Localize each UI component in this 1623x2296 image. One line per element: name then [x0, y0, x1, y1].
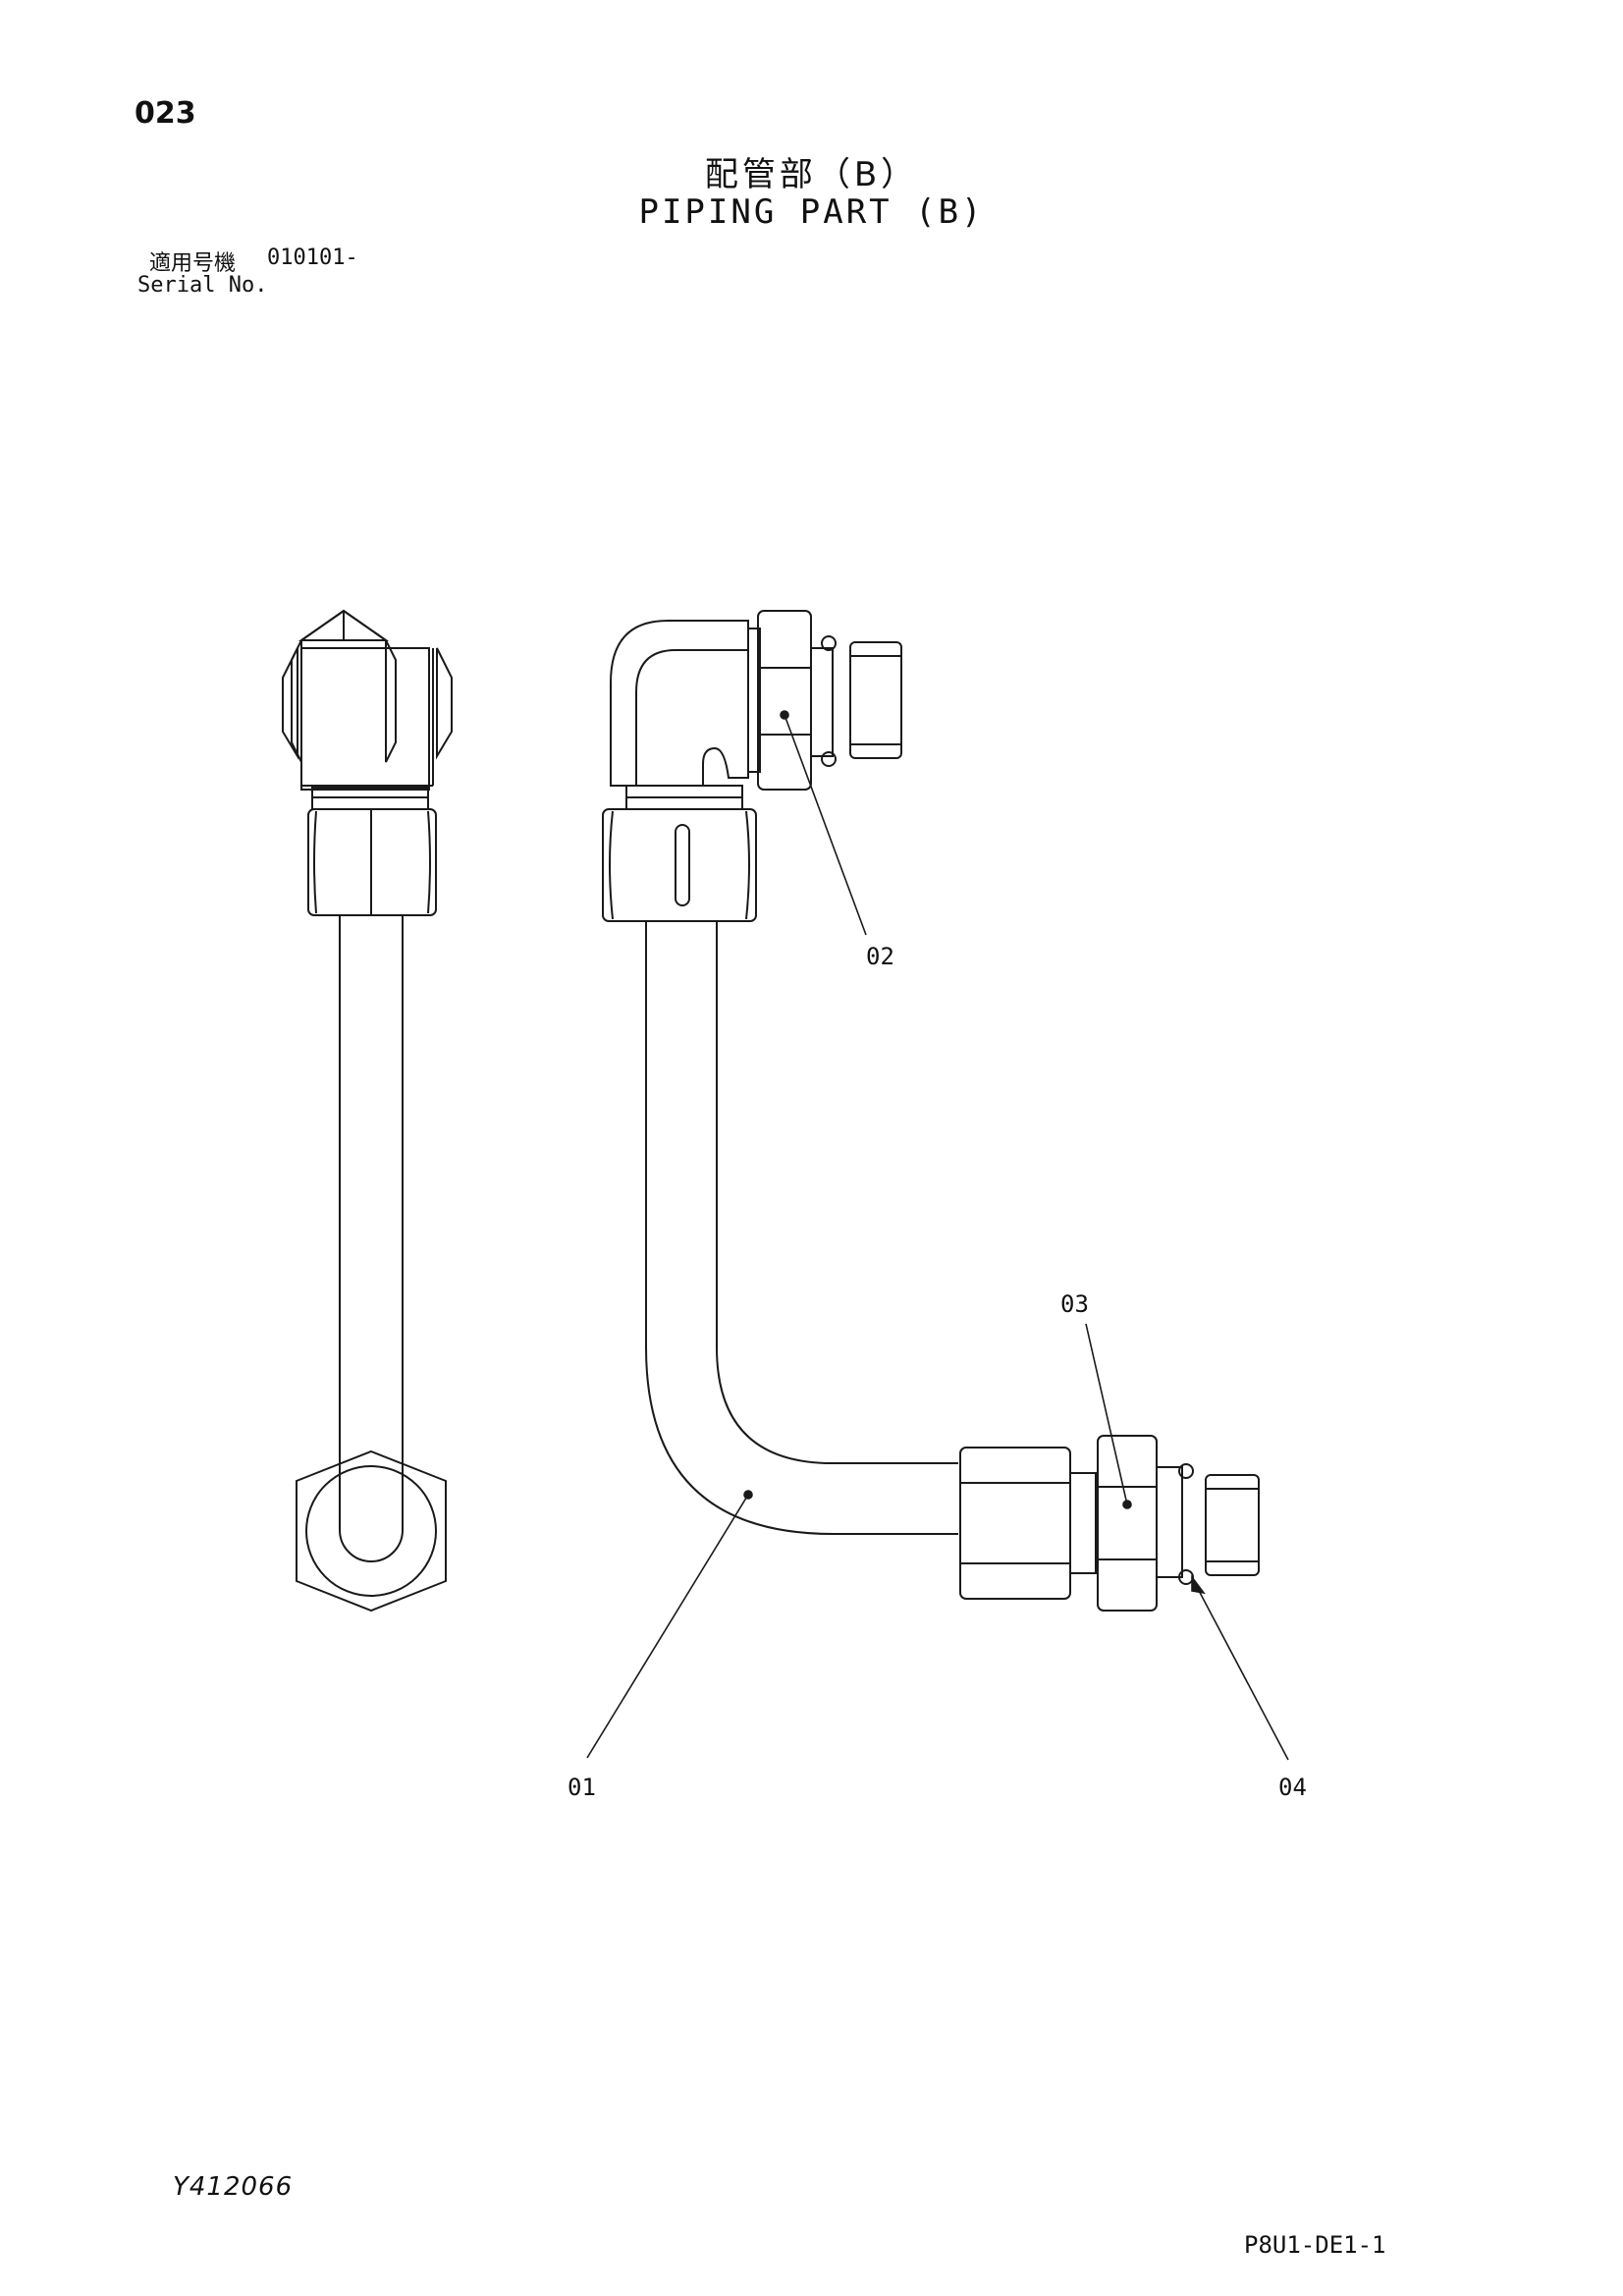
- page-title: PIPING PART (B): [638, 192, 985, 232]
- page-number: 023: [135, 96, 196, 131]
- serial-label-japanese: 適用号機: [149, 251, 237, 276]
- leader-arrow-04: [1191, 1574, 1206, 1595]
- leader-line-01: [586, 1494, 749, 1759]
- leader-line-03: [1085, 1323, 1128, 1505]
- callout-03: 03: [1060, 1290, 1089, 1318]
- leader-dot-03: [1122, 1500, 1132, 1509]
- callout-04: 04: [1278, 1774, 1307, 1801]
- sheet-code: P8U1-DE1-1: [1244, 2231, 1386, 2259]
- leader-lines: [586, 710, 1289, 1761]
- callout-02: 02: [866, 943, 894, 970]
- serial-label: Serial No.: [137, 273, 268, 298]
- callout-01: 01: [568, 1774, 596, 1801]
- pipe-side-view: [282, 609, 453, 1613]
- bent-pipe-assembly: [602, 610, 1260, 1612]
- leader-line-02: [784, 714, 867, 936]
- leader-dot-02: [780, 710, 789, 720]
- serial-number-value: 010101-: [267, 246, 358, 270]
- leader-line-04: [1195, 1584, 1289, 1761]
- drawing-code: Y412066: [173, 2172, 294, 2202]
- page-title-japanese: 配管部（B）: [704, 155, 919, 194]
- leader-dot-01: [743, 1490, 753, 1500]
